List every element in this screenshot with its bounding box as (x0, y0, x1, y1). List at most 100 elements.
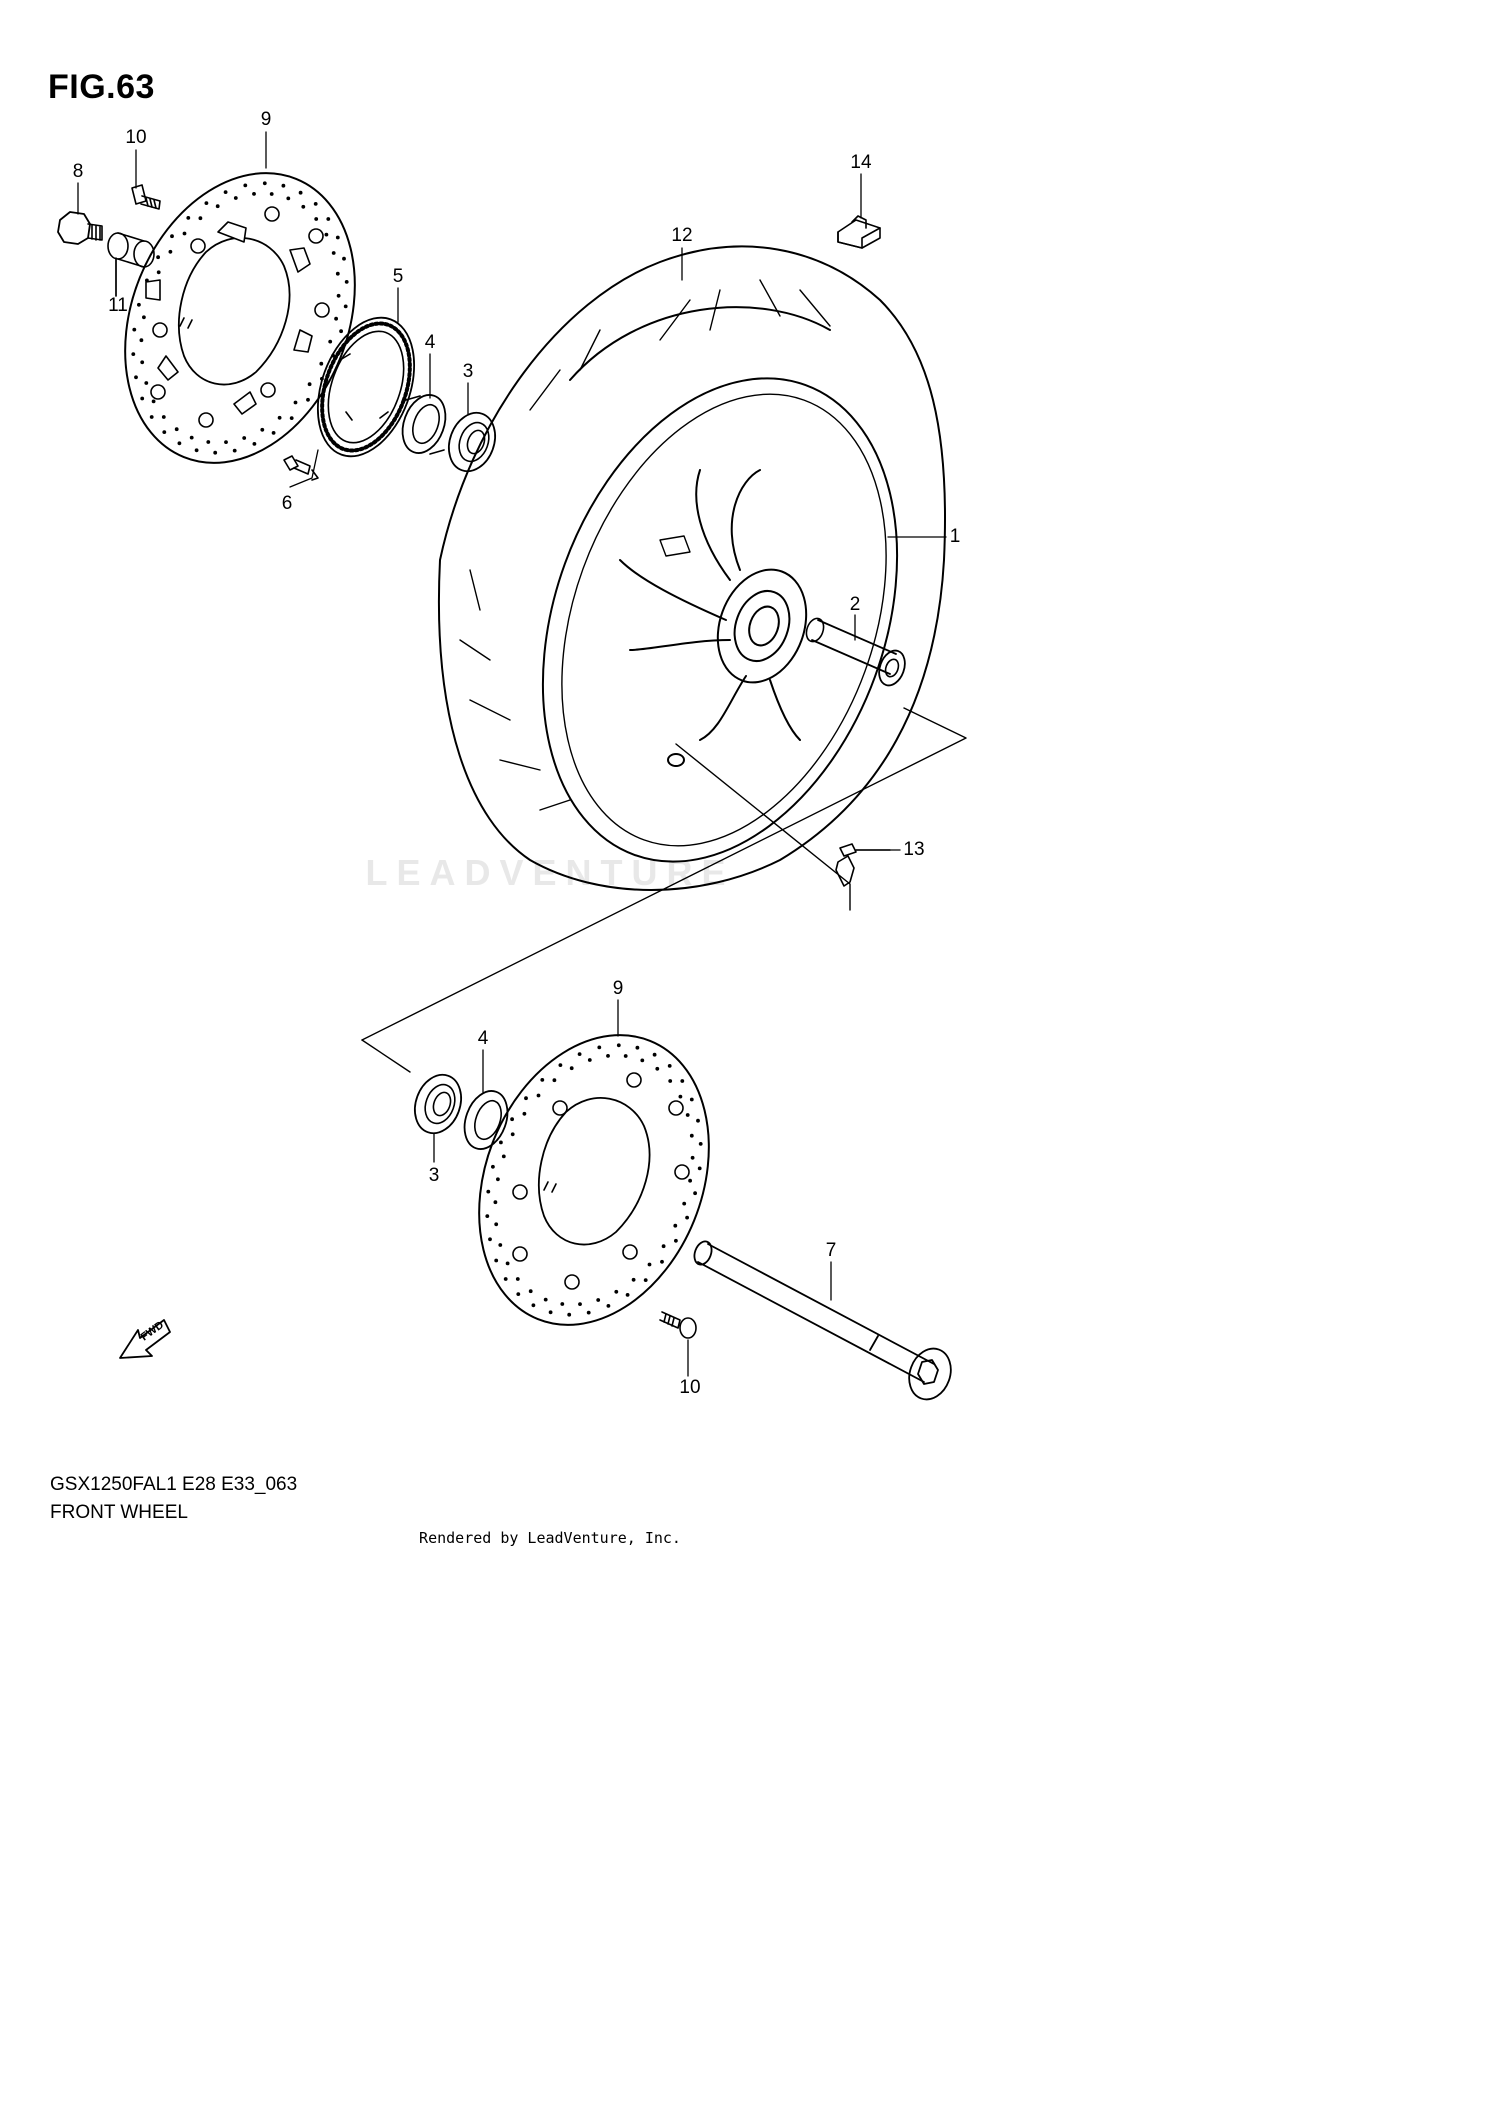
vent-hole (682, 1201, 687, 1206)
vent-hole (667, 1064, 672, 1068)
vent-hole (485, 1214, 490, 1218)
vent-hole (685, 1215, 689, 1220)
vent-hole (623, 1054, 628, 1058)
disc-vent-holes (131, 181, 349, 455)
bearing-upper-3 (448, 411, 496, 473)
callout-13: 13 (903, 839, 925, 860)
vent-hole (689, 1097, 694, 1102)
vent-hole (678, 1094, 683, 1099)
vent-hole (536, 1093, 541, 1098)
vent-hole (688, 1178, 692, 1183)
vent-hole (493, 1200, 498, 1205)
vent-hole (501, 1154, 506, 1159)
vent-hole (140, 360, 145, 365)
vent-hole (277, 415, 282, 420)
vent-hole (289, 416, 294, 420)
abs-sensor-ring (316, 316, 416, 458)
vent-hole (587, 1058, 592, 1062)
vent-hole (689, 1133, 694, 1138)
watermark: LEADVENTURE (365, 852, 735, 893)
callout-7: 7 (825, 1240, 837, 1261)
vent-hole (170, 234, 174, 239)
vent-hole (597, 1045, 602, 1050)
vent-hole (558, 1063, 563, 1067)
vent-hole (697, 1166, 702, 1171)
screw-lower (659, 1311, 697, 1339)
front-wheel-assembly (437, 245, 947, 891)
vent-hole (524, 1096, 528, 1101)
callout-4-upper: 4 (424, 332, 436, 353)
vent-hole (552, 1078, 557, 1083)
vent-hole (242, 436, 247, 440)
vent-hole (616, 1043, 621, 1048)
vent-hole (262, 181, 267, 186)
vent-hole (661, 1244, 666, 1249)
vent-hole (343, 304, 348, 309)
vent-hole (631, 1277, 636, 1282)
vent-hole (306, 397, 310, 402)
assembly-guide-lines (361, 707, 967, 1073)
vent-hole (132, 327, 137, 332)
vent-hole (144, 381, 149, 385)
vent-hole (635, 1045, 640, 1050)
callout-9-lower: 9 (612, 978, 624, 999)
vent-hole (233, 196, 238, 200)
vent-hole (335, 235, 340, 240)
callout-12: 12 (671, 225, 693, 246)
figure-title: FIG.63 (48, 68, 155, 106)
vent-hole (339, 329, 343, 334)
vent-hole (215, 204, 220, 209)
callout-8: 8 (72, 161, 84, 182)
vent-hole (596, 1298, 601, 1302)
disc-vent-holes (485, 1043, 703, 1317)
vent-hole (156, 270, 161, 275)
vent-hole (643, 1278, 648, 1282)
fwd-direction-arrow: FWD (119, 1319, 171, 1359)
vent-hole (510, 1132, 515, 1137)
vent-hole (319, 361, 324, 366)
vent-hole (491, 1164, 495, 1169)
vent-hole (142, 315, 146, 320)
vent-hole (499, 1140, 503, 1145)
model-code: GSX1250FAL1 E28 E33_063 (50, 1474, 298, 1495)
vent-hole (243, 183, 248, 188)
callout-1: 1 (949, 526, 961, 547)
vent-hole (685, 1113, 690, 1117)
vent-hole (334, 316, 338, 321)
vent-hole (269, 192, 274, 196)
diagram-canvas: LEADVENTURE (48, 68, 967, 1547)
brake-disc-lower (478, 1034, 710, 1326)
vent-hole (335, 271, 340, 276)
vent-hole (606, 1304, 611, 1308)
vent-hole (156, 255, 161, 260)
vent-hole (314, 217, 319, 221)
callout-9-upper: 9 (260, 109, 272, 130)
vent-hole (194, 448, 199, 453)
vent-hole (503, 1277, 508, 1281)
balance-weight-14 (837, 215, 881, 249)
vent-hole (614, 1289, 619, 1294)
vent-hole (204, 201, 209, 206)
vent-hole (578, 1302, 582, 1306)
vent-hole (647, 1262, 652, 1267)
vent-hole (486, 1189, 491, 1194)
axle-spacer-2 (805, 617, 906, 687)
vent-hole (516, 1292, 521, 1296)
vent-hole (131, 352, 136, 356)
callout-6: 6 (281, 493, 293, 514)
vent-hole (174, 427, 179, 432)
vent-hole (498, 1243, 503, 1247)
vent-hole (577, 1052, 582, 1056)
bearing-lower-4 (463, 1090, 509, 1150)
vent-hole (531, 1303, 536, 1308)
vent-hole (224, 440, 228, 444)
vent-hole (680, 1079, 685, 1083)
vent-hole (328, 339, 333, 344)
callout-3-upper: 3 (462, 361, 474, 382)
vent-hole (673, 1223, 678, 1228)
vent-hole (168, 249, 173, 254)
vent-hole (326, 217, 331, 221)
vent-hole (301, 204, 306, 209)
vent-hole (162, 430, 167, 434)
callout-5: 5 (392, 266, 404, 287)
